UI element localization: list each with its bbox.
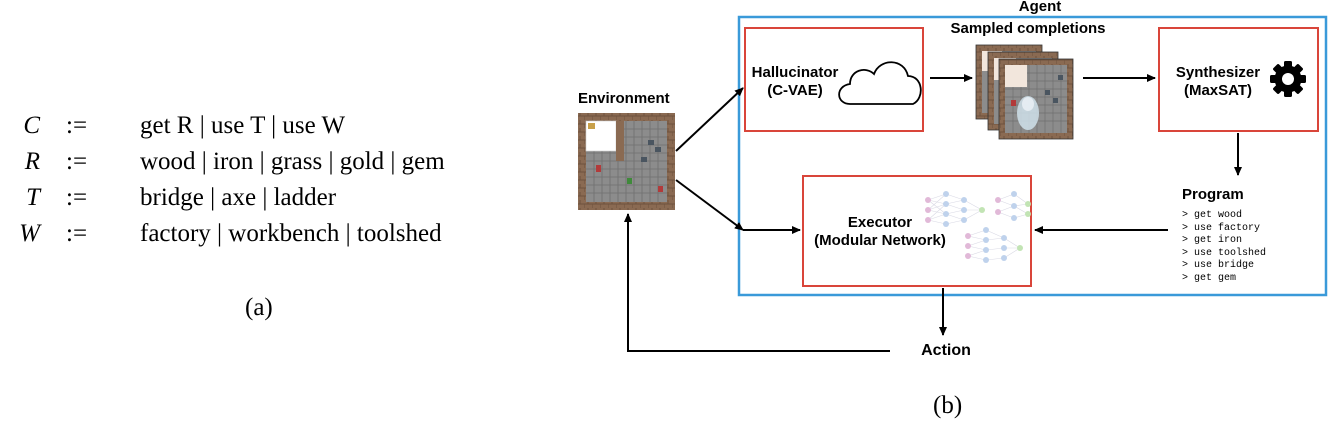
program-line: > use toolshed (1182, 247, 1267, 259)
program-listing: > get wood > use factory > get iron > us… (1182, 210, 1266, 285)
grammar-define: := (66, 112, 88, 139)
grammar-define: := (66, 184, 88, 211)
executor-subtitle: (Modular Network) (814, 232, 946, 249)
hallucinator-title: Hallucinator (C-VAE) (748, 64, 842, 100)
grammar-rhs: wood | iron | grass | gold | gem (140, 148, 445, 175)
cloud-icon (838, 61, 922, 105)
arrow-action-to-environment (624, 213, 890, 352)
arrow-env-to-hallucinator (675, 87, 744, 152)
grammar-define: := (66, 148, 88, 175)
program-line: > get iron (1182, 235, 1243, 246)
environment-label: Environment (578, 90, 670, 107)
agent-box (737, 15, 1328, 297)
program-line: > use bridge (1182, 260, 1255, 271)
grammar-define: := (66, 220, 88, 247)
grammar-rhs: bridge | axe | ladder (140, 184, 337, 211)
program-line: > get gem (1182, 272, 1237, 284)
grammar-symbol: W (19, 220, 40, 247)
environment-grid-map-icon (578, 113, 675, 210)
synthesizer-subtitle: (MaxSAT) (1183, 82, 1253, 99)
sampled-completions-grid-map-icon (975, 44, 1074, 140)
hallucinator-box (744, 27, 924, 132)
program-line: > use factory (1182, 222, 1261, 234)
arrow-env-to-executor (675, 179, 744, 231)
hallucinator-subtitle: (C-VAE) (767, 82, 823, 99)
grammar-rhs: get R | use T | use W (140, 112, 346, 139)
neural-network-icon (925, 191, 1031, 263)
grammar-symbol: T (26, 184, 40, 211)
synthesizer-box (1158, 27, 1319, 132)
grammar-rhs: factory | workbench | toolshed (140, 220, 442, 247)
grammar-symbol: C (23, 112, 40, 139)
grammar-symbol: R (24, 148, 40, 175)
program-line: > get wood (1182, 210, 1243, 221)
caption-a: (a) (245, 294, 273, 321)
action-label: Action (921, 342, 971, 359)
agent-label: Agent (1018, 0, 1062, 15)
synthesizer-title: Synthesizer (MaxSAT) (1165, 64, 1271, 100)
gear-icon (1270, 61, 1306, 97)
executor-name: Executor (847, 214, 913, 231)
program-title: Program (1182, 186, 1244, 203)
hallucinator-name: Hallucinator (751, 64, 839, 81)
synthesizer-name: Synthesizer (1175, 64, 1261, 81)
executor-box (802, 175, 1032, 287)
caption-b: (b) (933, 392, 963, 419)
sampled-completions-label: Sampled completions (950, 20, 1106, 37)
executor-title: Executor (Modular Network) (805, 214, 955, 250)
